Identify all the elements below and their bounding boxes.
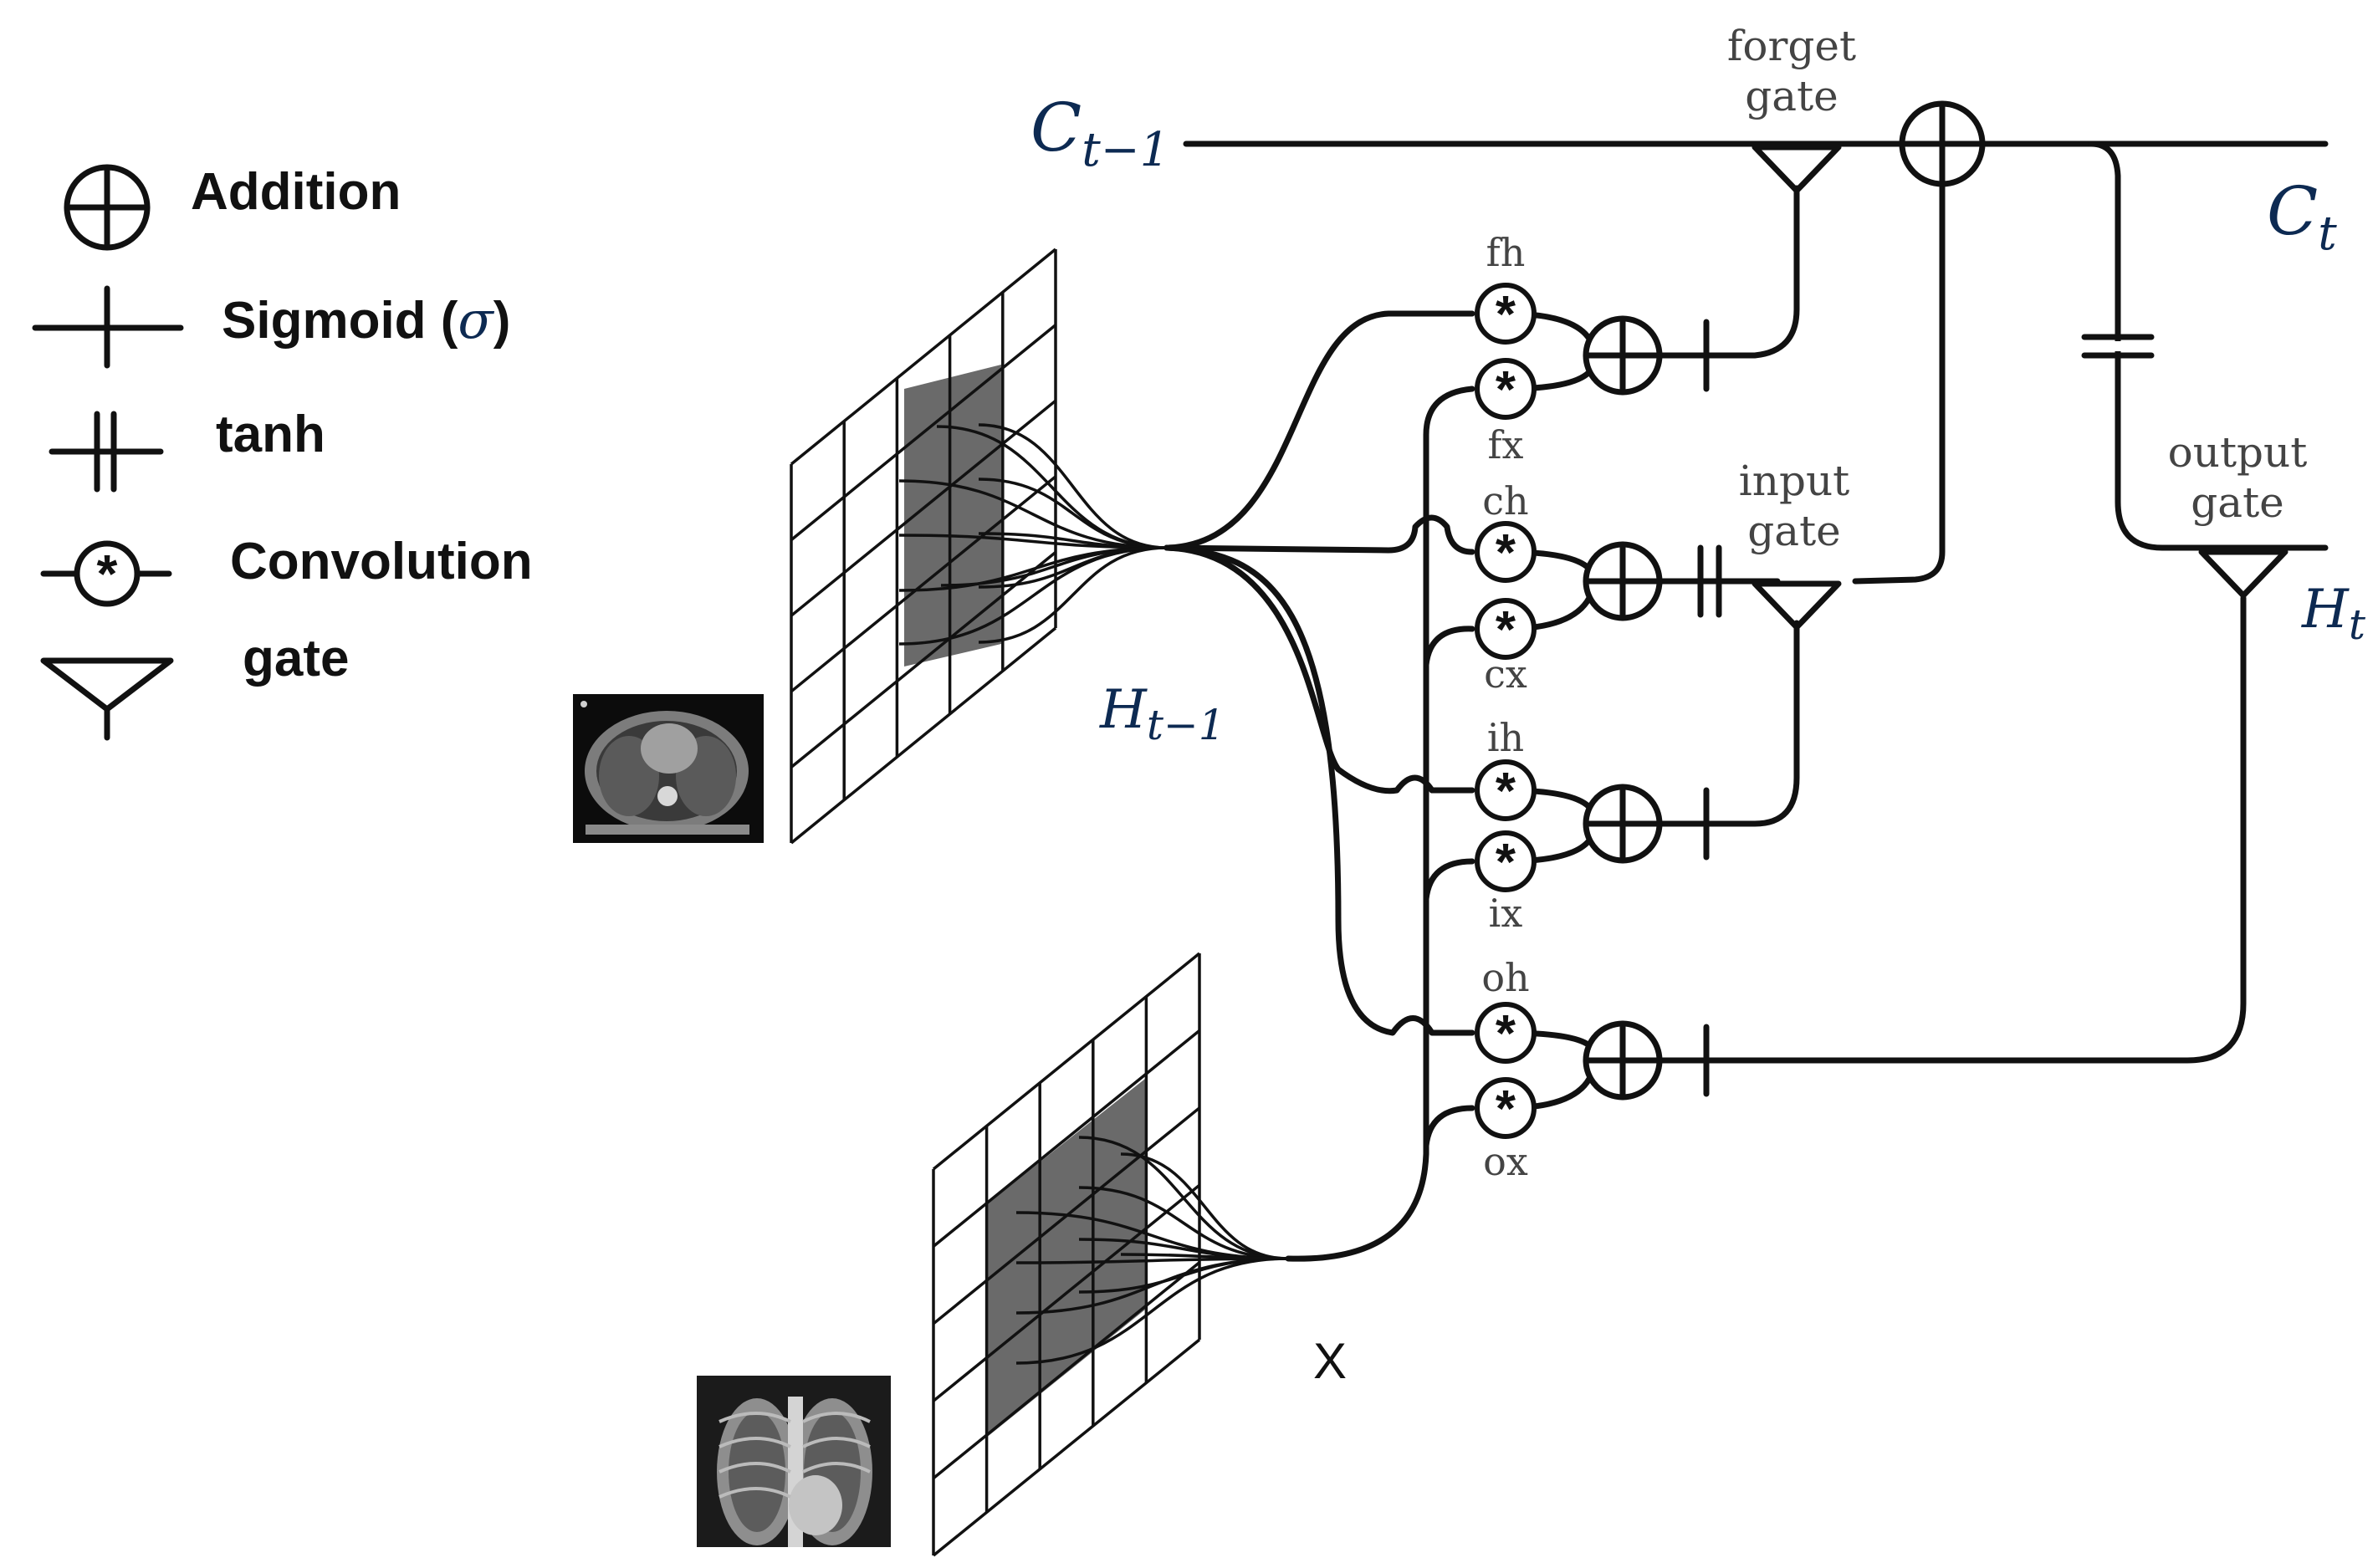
input-fan-in: [1015, 1136, 1289, 1365]
conv-oh-label: oh: [1481, 955, 1529, 1000]
input-sum-icon: [1583, 784, 1663, 864]
conv-ch-label: ch: [1482, 478, 1528, 524]
legend-gate-label: gate: [243, 630, 349, 687]
conv-ox-label: ox: [1483, 1139, 1528, 1184]
legend-convolution-label: Convolution: [230, 533, 533, 590]
conv-cx-icon: *: [1475, 598, 1537, 660]
conv-cx-label: cx: [1484, 651, 1527, 697]
conv-ch-icon: *: [1475, 521, 1537, 583]
h-prev-label: Ht−1: [1099, 679, 1225, 749]
legend-sigmoid-label: Sigmoid (σ): [222, 289, 510, 350]
hidden-state-fan-in: [898, 423, 1168, 646]
h-curr-label: Ht: [2301, 579, 2366, 649]
tanh-cell-icon: [2081, 334, 2155, 359]
cell-update-sum-icon: [1899, 100, 1986, 187]
svg-text:*: *: [1496, 524, 1516, 582]
forget-gate-icon: [1752, 144, 1842, 194]
hidden-state-feature-grid: [790, 248, 1057, 845]
c-prev-label: Ct−1: [1030, 89, 1169, 177]
conv-fh-icon: *: [1475, 283, 1537, 345]
legend: Addition Sigmoid (σ) tanh * Convolution …: [32, 163, 533, 741]
gate-symbol-icon: [40, 657, 174, 741]
conv-ih-icon: *: [1475, 759, 1537, 821]
forget-sum-icon: [1583, 315, 1663, 396]
conv-fh-label: fh: [1486, 230, 1526, 275]
conv-oh-icon: *: [1475, 1002, 1537, 1064]
tanh-candidate-icon: [1697, 544, 1722, 618]
conv-fx-icon: *: [1475, 358, 1537, 420]
svg-text:*: *: [1496, 763, 1516, 820]
wiring: [1163, 140, 2329, 1262]
svg-text:*: *: [1496, 1080, 1516, 1138]
svg-text:*: *: [1496, 1005, 1516, 1063]
input-gate-label-line1: input: [1739, 457, 1850, 505]
output-gate-icon: [2198, 549, 2289, 599]
input-gate-icon: [1752, 580, 1842, 631]
svg-text:*: *: [97, 544, 118, 604]
tanh-symbol-icon: [49, 411, 164, 493]
c-curr-label: Ct: [2267, 172, 2337, 261]
x-input-label: X: [1313, 1333, 1347, 1389]
output-sum-icon: [1583, 1020, 1663, 1101]
addition-symbol-icon: [64, 164, 151, 251]
conv-ox-icon: *: [1475, 1077, 1537, 1139]
conv-ix-label: ix: [1489, 891, 1523, 936]
output-gate-label-line2: gate: [2191, 478, 2284, 527]
candidate-sum-icon: [1583, 541, 1663, 621]
conv-ix-icon: *: [1475, 830, 1537, 892]
svg-text:*: *: [1496, 286, 1516, 344]
svg-text:*: *: [1496, 834, 1516, 891]
svg-text:*: *: [1496, 601, 1516, 659]
forget-gate-label-line1: forget: [1727, 22, 1856, 70]
legend-addition-label: Addition: [191, 163, 401, 221]
forget-gate-label-line2: gate: [1745, 72, 1838, 120]
ct-scan-image: [573, 694, 764, 843]
legend-tanh-label: tanh: [216, 406, 325, 463]
sigmoid-symbol-icon: [32, 285, 184, 369]
input-gate-label-line2: gate: [1747, 507, 1841, 555]
convolution-symbol-icon: *: [40, 540, 172, 607]
conv-ih-label: ih: [1487, 715, 1524, 760]
conv-fx-label: fx: [1488, 422, 1524, 467]
svg-text:*: *: [1496, 361, 1516, 419]
chest-xray-image: [697, 1376, 891, 1547]
output-gate-label-line1: output: [2168, 428, 2308, 477]
input-feature-grid: [932, 952, 1201, 1557]
